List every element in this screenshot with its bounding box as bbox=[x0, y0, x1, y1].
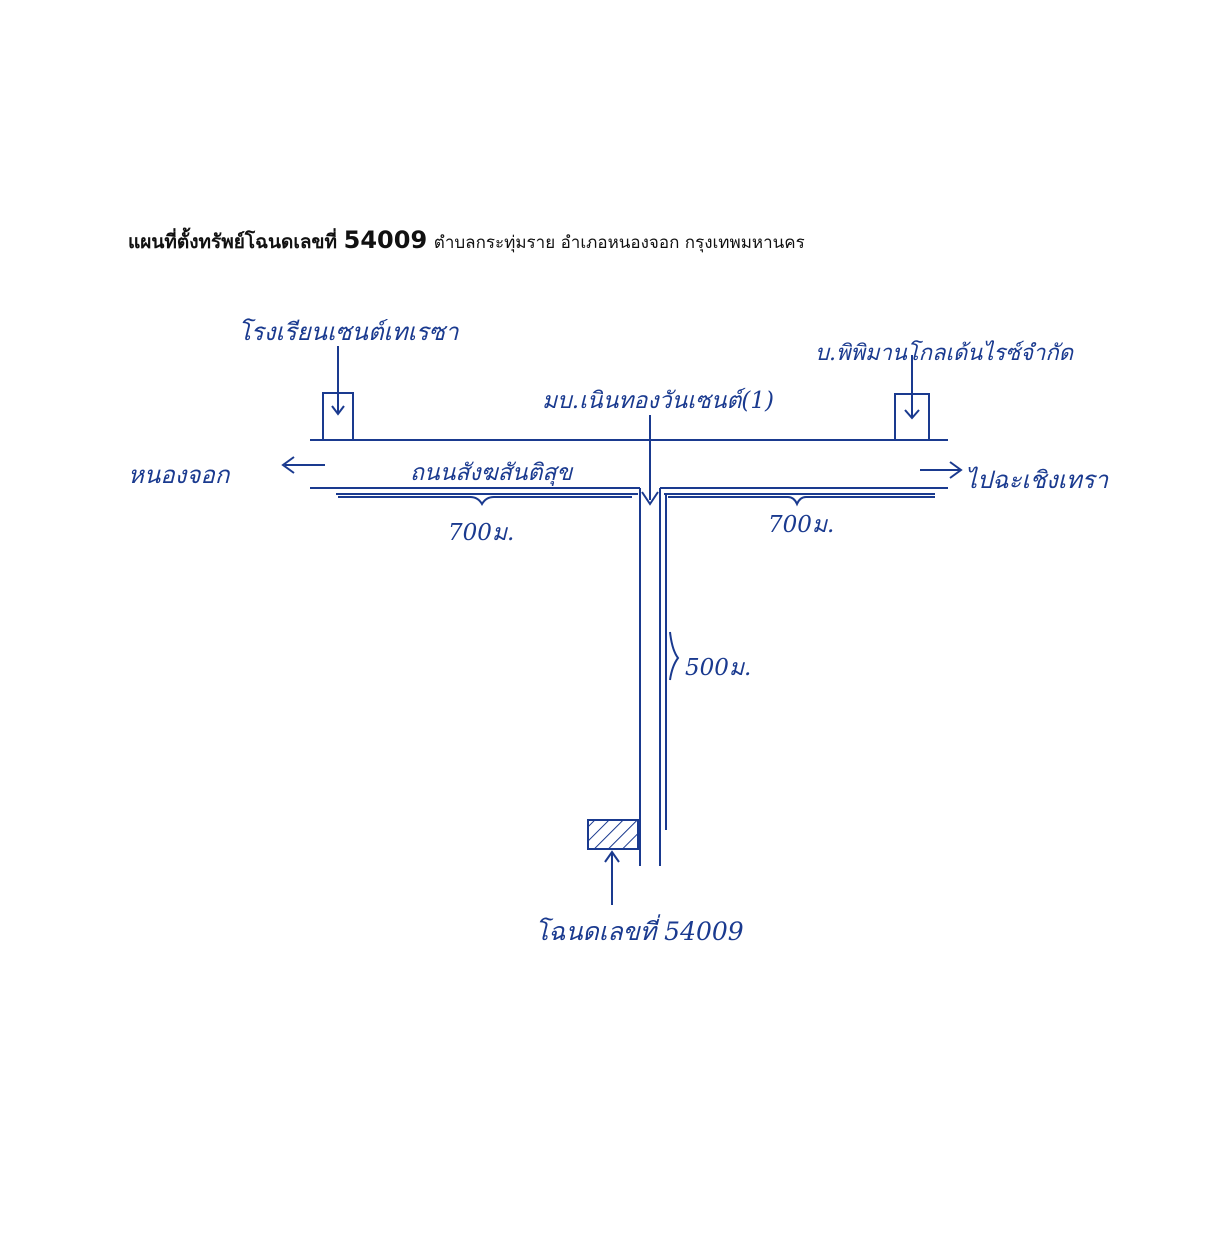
deed-plot bbox=[587, 819, 639, 850]
deed-label: โฉนดเลขที่ 54009 bbox=[535, 914, 744, 946]
map-title: แผนที่ตั้งทรัพย์โฉนดเลขที่ 54009 ตำบลกระ… bbox=[128, 226, 805, 257]
down-distance-label: 500ม. bbox=[685, 655, 751, 681]
school-pointer-arrow bbox=[331, 405, 345, 416]
title-location: ตำบลกระทุ่มราย อำเภอหนองจอก กรุงเทพมหานค… bbox=[433, 233, 805, 253]
village-pointer-arrow bbox=[641, 491, 659, 506]
company-pointer-arrow bbox=[904, 409, 920, 420]
village-label: มบ.เนินทองวันเซนต์(1) bbox=[542, 387, 774, 414]
school-label: โรงเรียนเซนต์เทเรซา bbox=[238, 318, 460, 346]
down-distance-brace bbox=[669, 631, 680, 681]
title-deed-number: 54009 bbox=[343, 226, 428, 254]
left-direction-arrow-head bbox=[281, 456, 295, 474]
left-destination-label: หนองจอก bbox=[128, 461, 231, 489]
left-distance-label: 700ม. bbox=[448, 520, 514, 546]
left-distance-brace bbox=[338, 495, 633, 507]
right-destination-label: ไปฉะเชิงเทรา bbox=[965, 466, 1110, 494]
right-direction-arrow-head bbox=[949, 461, 963, 479]
deed-pointer-arrow bbox=[604, 850, 620, 863]
road-name-label: ถนนสังฆสันติสุข bbox=[410, 460, 573, 486]
right-distance-label: 700ม. bbox=[768, 512, 834, 538]
company-label: บ.พิพิมานโกลเด้นไรซ์จำกัด bbox=[815, 340, 1075, 366]
title-main: แผนที่ตั้งทรัพย์โฉนดเลขที่ bbox=[128, 231, 338, 253]
right-distance-brace bbox=[668, 495, 936, 507]
